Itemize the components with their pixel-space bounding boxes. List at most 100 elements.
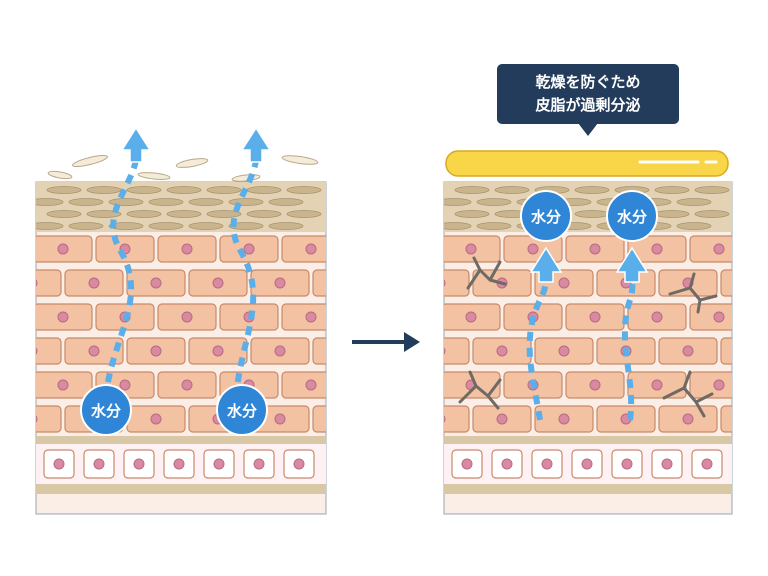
corneum-flake — [126, 210, 162, 218]
skin-cell — [689, 235, 732, 263]
left-water-path-1 — [103, 159, 139, 399]
cell-nucleus — [682, 413, 694, 425]
right-spinous-cells — [444, 235, 755, 433]
crack-icon — [668, 272, 718, 314]
corneum-flake — [246, 186, 282, 194]
crack-icon — [466, 256, 507, 290]
corneum-flake — [246, 210, 282, 218]
cell-nucleus — [213, 458, 225, 470]
cell-nucleus — [745, 278, 755, 288]
corneum-flake — [148, 222, 184, 230]
cell-nucleus — [253, 458, 265, 470]
corneum-flake — [206, 186, 242, 194]
cell-nucleus — [36, 279, 38, 287]
cell-nucleus — [496, 413, 508, 425]
cell-nucleus — [337, 414, 347, 424]
right-skin-panel: 乾燥を防ぐため 皮脂が過剰分泌 — [443, 64, 755, 515]
corneum-flake — [148, 198, 184, 206]
skin-cell — [36, 269, 62, 297]
corneum-flake — [654, 210, 690, 218]
corneum-flake — [286, 210, 322, 218]
crack-icon — [458, 370, 502, 410]
corneum-flake — [454, 210, 490, 218]
up-arrow-icon — [529, 246, 563, 283]
skin-cell — [444, 269, 470, 297]
cell-nucleus — [88, 345, 100, 357]
corneum-flake — [68, 198, 104, 206]
corneum-flake — [206, 210, 242, 218]
cell-nucleus — [621, 458, 633, 470]
cell-nucleus — [701, 458, 713, 470]
cell-nucleus — [243, 243, 255, 255]
left-flying-flakes — [47, 154, 319, 182]
cell-nucleus — [461, 458, 473, 470]
cell-nucleus — [745, 414, 755, 424]
left-skin-panel: 水分 水分 — [35, 126, 347, 515]
cell-nucleus — [181, 379, 193, 391]
corneum-flake — [36, 222, 64, 230]
corneum-flake — [574, 210, 610, 218]
up-arrow-icon — [615, 246, 649, 283]
cell-nucleus — [274, 277, 286, 289]
crack-icon — [662, 370, 714, 418]
cell-nucleus — [465, 311, 477, 323]
cell-nucleus — [150, 345, 162, 357]
corneum-flake — [268, 222, 304, 230]
corneum-flake — [108, 222, 144, 230]
corneum-flake — [166, 210, 202, 218]
corneum-flake — [286, 186, 322, 194]
cell-nucleus — [651, 243, 663, 255]
cell-nucleus — [651, 311, 663, 323]
cell-nucleus — [713, 243, 725, 255]
corneum-flake — [694, 186, 730, 194]
cell-nucleus — [57, 311, 69, 323]
corneum-flake — [444, 198, 472, 206]
cell-nucleus — [682, 345, 694, 357]
cell-nucleus — [274, 413, 286, 425]
skin-cell — [312, 269, 326, 297]
corneum-flake — [108, 198, 144, 206]
cell-nucleus — [651, 379, 663, 391]
cell-nucleus — [57, 243, 69, 255]
cell-nucleus — [181, 311, 193, 323]
cell-nucleus — [181, 243, 193, 255]
corneum-flake — [166, 186, 202, 194]
cell-nucleus — [212, 345, 224, 357]
left-spinous-cells — [36, 235, 347, 433]
right-arrow-icon — [352, 332, 420, 352]
skin-cell — [281, 303, 326, 331]
water-label: 水分 — [227, 402, 257, 420]
cell-nucleus — [558, 277, 570, 289]
cell-nucleus — [173, 458, 185, 470]
corneum-flake — [268, 198, 304, 206]
skin-cell — [720, 337, 732, 365]
skin-cell — [312, 405, 326, 433]
cell-nucleus — [589, 379, 601, 391]
sebum-callout: 乾燥を防ぐため 皮脂が過剰分泌 — [497, 64, 679, 136]
callout-line-1: 乾燥を防ぐため — [535, 73, 640, 91]
cell-nucleus — [305, 243, 317, 255]
right-basal-cells — [451, 449, 723, 479]
cell-nucleus — [305, 379, 317, 391]
skin-cell — [281, 235, 326, 263]
up-arrow-icon — [240, 126, 272, 163]
cell-nucleus — [212, 277, 224, 289]
cell-nucleus — [150, 277, 162, 289]
skin-cell — [689, 371, 732, 399]
left-dermis-band — [36, 484, 326, 494]
skin-cell — [444, 337, 470, 365]
right-dermis-band — [444, 484, 732, 494]
cell-nucleus — [444, 279, 446, 287]
corneum-flake — [46, 210, 82, 218]
skin-cell — [36, 337, 62, 365]
cell-nucleus — [36, 347, 38, 355]
cell-nucleus — [581, 458, 593, 470]
corneum-flake — [476, 198, 512, 206]
corneum-flake — [228, 222, 264, 230]
cell-nucleus — [527, 243, 539, 255]
cell-nucleus — [661, 458, 673, 470]
cell-nucleus — [713, 311, 725, 323]
corneum-flake — [188, 222, 224, 230]
cell-nucleus — [150, 413, 162, 425]
corneum-flake — [444, 222, 472, 230]
